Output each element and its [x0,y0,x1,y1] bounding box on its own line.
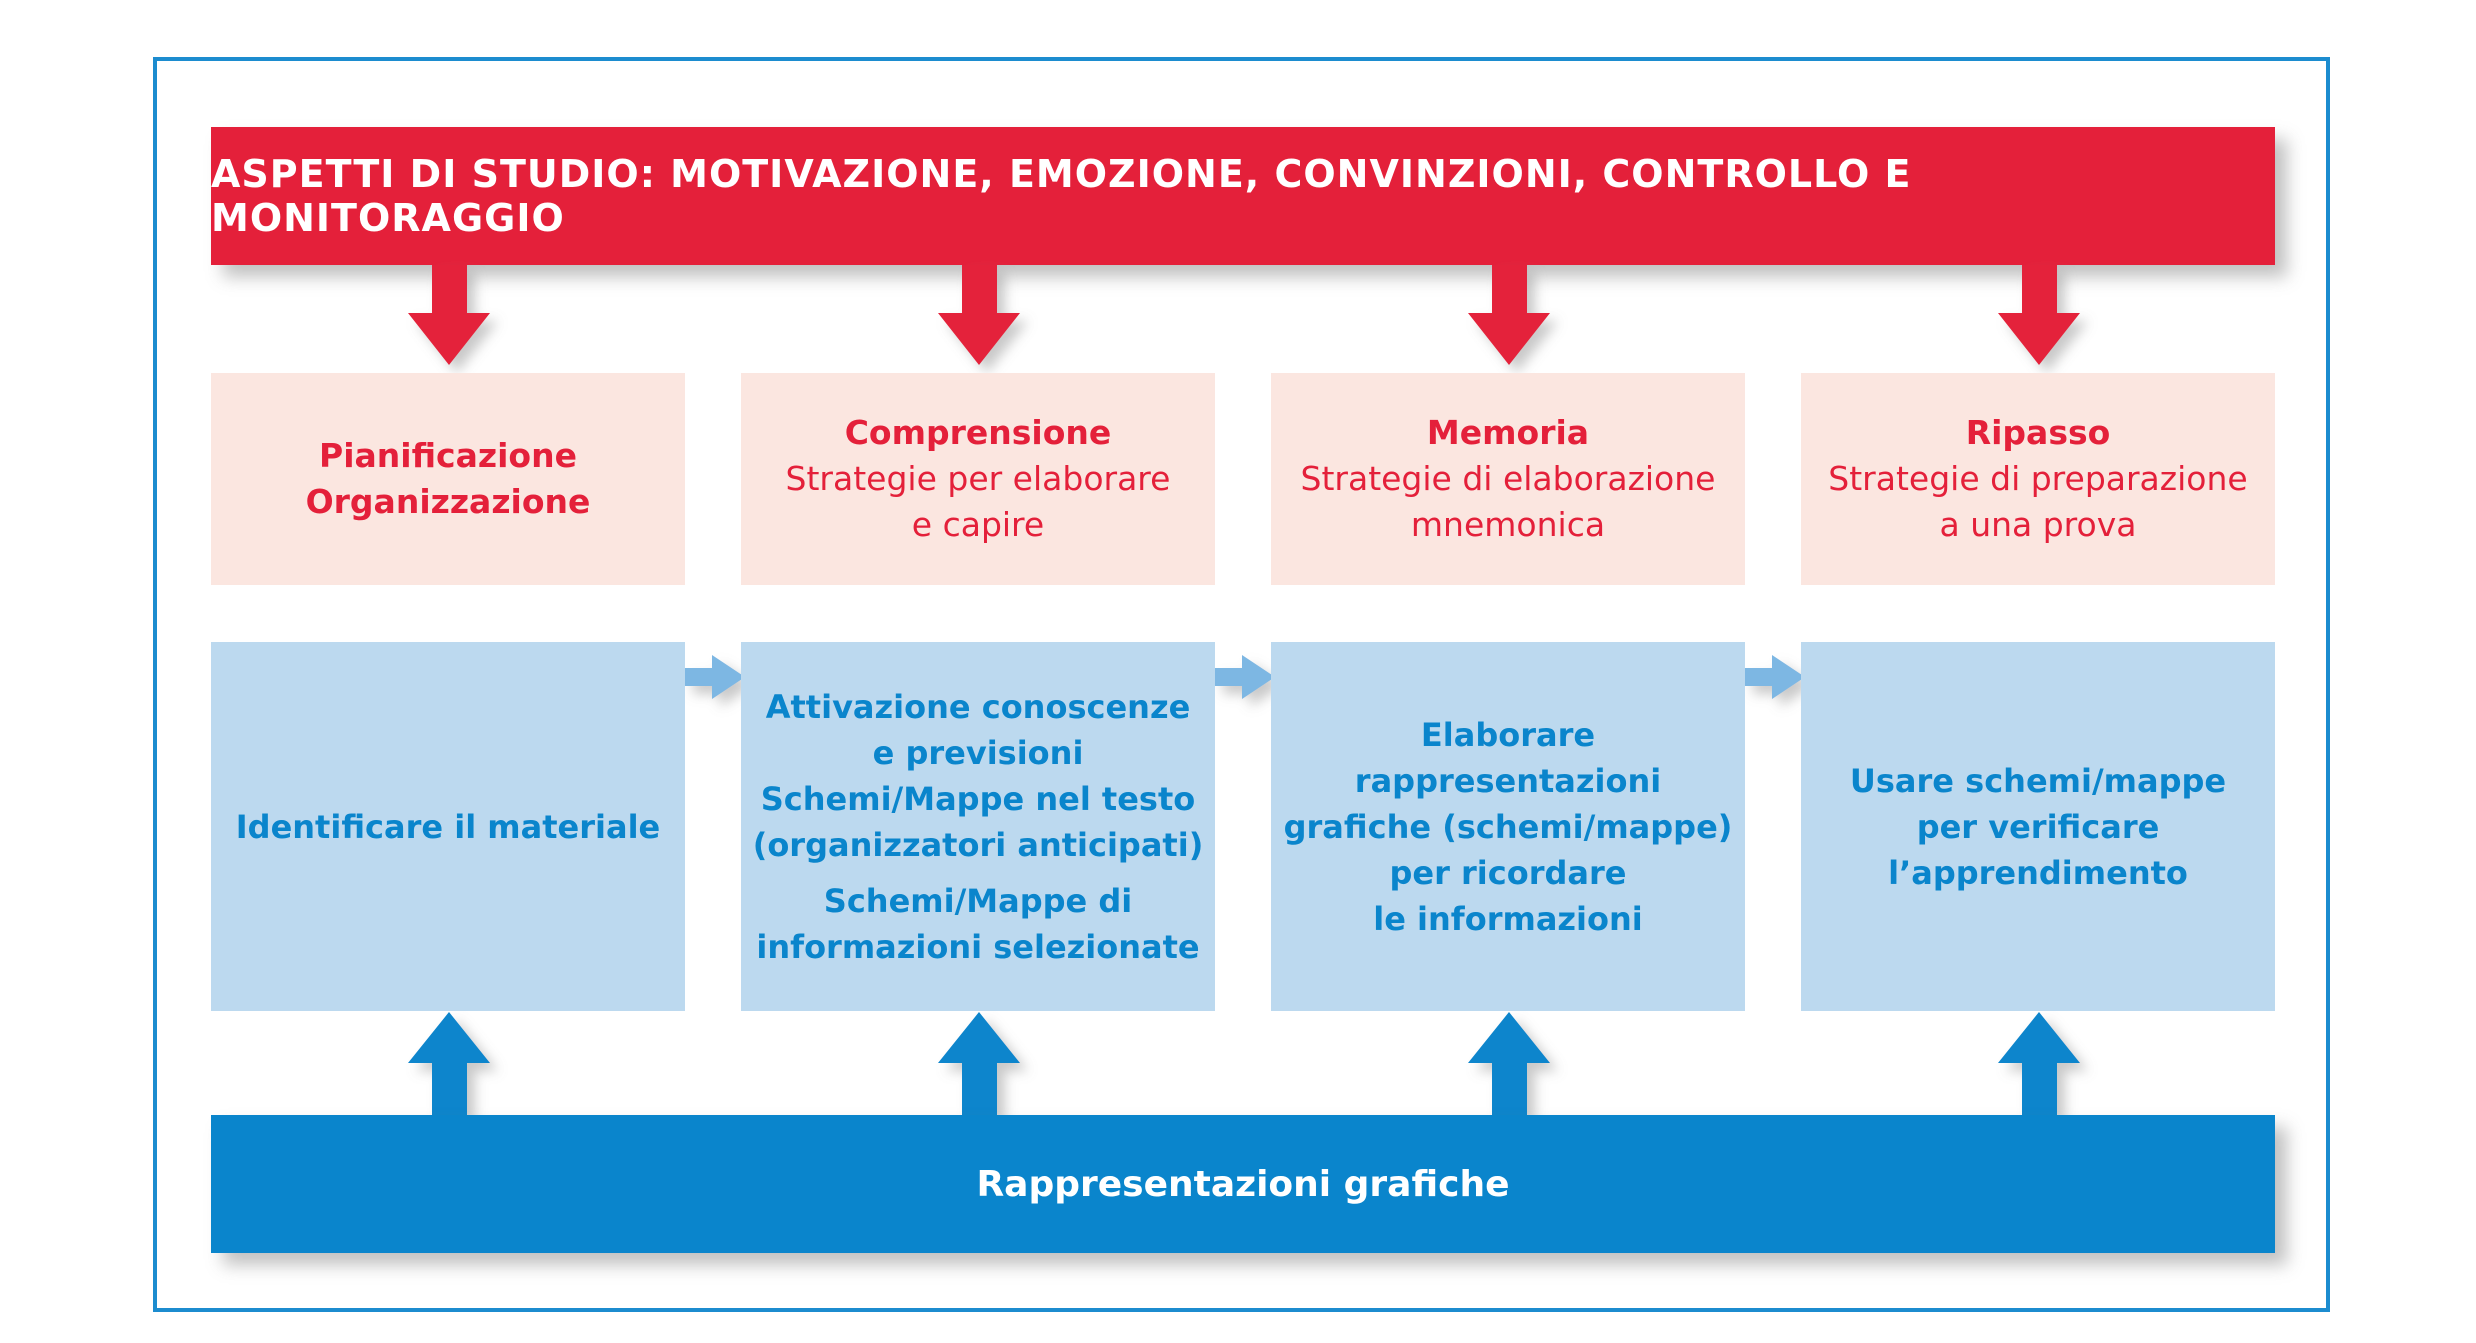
header-bar: ASPETTI DI STUDIO: MOTIVAZIONE, EMOZIONE… [211,127,2275,265]
down-arrow-4 [1998,265,2080,365]
down-arrow-2 [938,265,1020,365]
activity-box-2: Attivazione conoscenze e previsioni Sche… [741,642,1215,1011]
phase-title: Ripasso [1965,413,2111,452]
activity-text: Schemi/Mappe di informazioni selezionate [756,881,1200,966]
activity-box-4: Usare schemi/mappe per verificare l’appr… [1801,642,2275,1011]
phase-box-ripasso: Ripasso Strategie di preparazione a una … [1801,373,2275,585]
footer-text: Rappresentazioni grafiche [976,1163,1510,1205]
up-arrow-3 [1468,1012,1550,1115]
right-arrow-1 [685,655,745,699]
activity-text: Attivazione conoscenze e previsioni Sche… [752,687,1204,864]
phase-title: Pianificazione Organizzazione [305,436,591,521]
header-text: ASPETTI DI STUDIO: MOTIVAZIONE, EMOZIONE… [211,152,1912,240]
phase-box-pianificazione: Pianificazione Organizzazione [211,373,685,585]
up-arrow-1 [408,1012,490,1115]
right-arrow-3 [1745,655,1805,699]
diagram-frame [153,57,2330,1312]
down-arrow-1 [408,265,490,365]
phase-title: Memoria [1426,413,1590,452]
phase-box-comprensione: Comprensione Strategie per elaborare e c… [741,373,1215,585]
phase-title: Comprensione [844,413,1112,452]
down-arrow-3 [1468,265,1550,365]
phase-subtitle: Strategie per elaborare e capire [785,459,1171,544]
activity-box-1: Identificare il materiale [211,642,685,1011]
activity-text: Elaborare rappresentazioni grafiche (sch… [1283,715,1733,938]
footer-bar: Rappresentazioni grafiche [211,1115,2275,1253]
right-arrow-2 [1215,655,1275,699]
phase-subtitle: Strategie di preparazione a una prova [1828,459,2248,544]
activity-text: Identificare il materiale [235,807,661,846]
activity-box-3: Elaborare rappresentazioni grafiche (sch… [1271,642,1745,1011]
up-arrow-2 [938,1012,1020,1115]
phase-subtitle: Strategie di elaborazione mnemonica [1300,459,1716,544]
activity-text: Usare schemi/mappe per verificare l’appr… [1849,761,2227,892]
up-arrow-4 [1998,1012,2080,1115]
phase-box-memoria: Memoria Strategie di elaborazione mnemon… [1271,373,1745,585]
